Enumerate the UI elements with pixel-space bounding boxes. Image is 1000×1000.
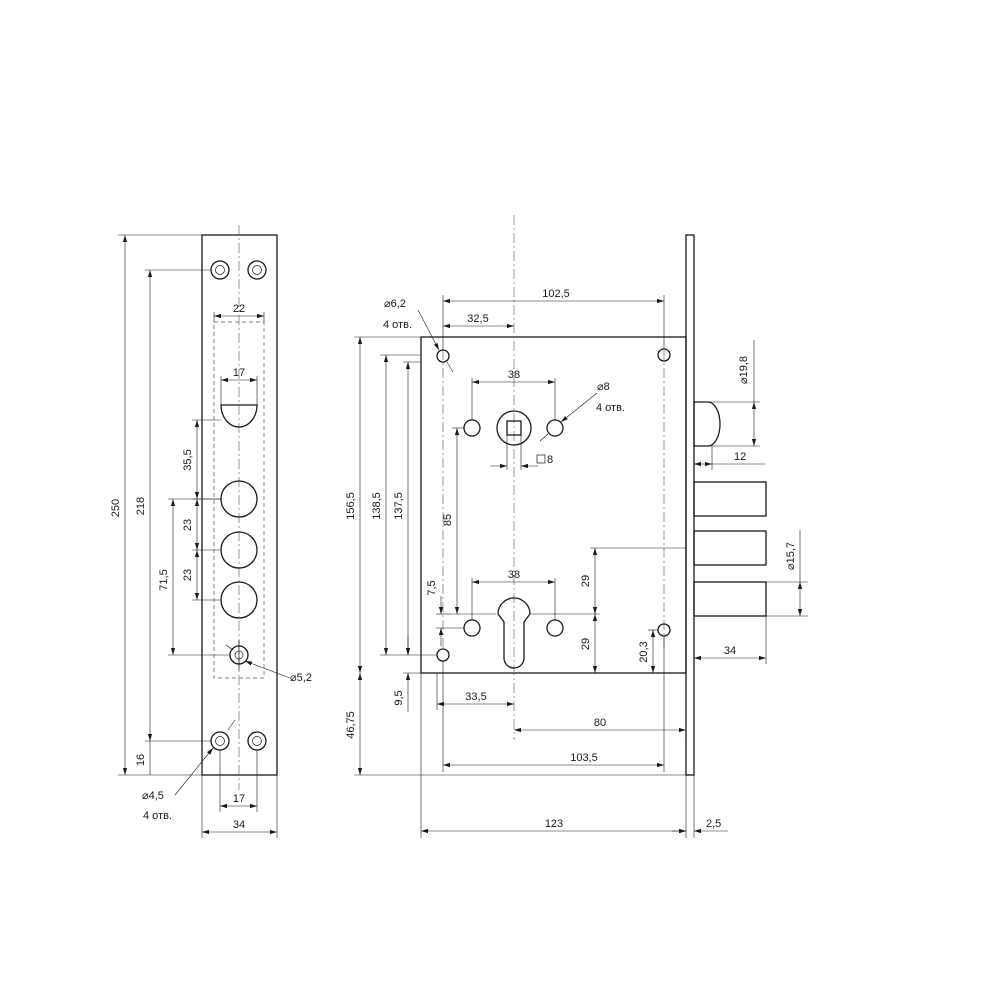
dim-38-top: 38 xyxy=(508,369,520,381)
square-symbol xyxy=(536,454,546,464)
latch-opening xyxy=(220,404,258,428)
dim-29-b: 29 xyxy=(580,638,592,650)
lock-body-view: 102,5 32,5 ⌀6,2 4 отв. 38 ⌀8 4 отв. 8 15… xyxy=(345,215,808,838)
dim-17-top: 17 xyxy=(233,367,245,379)
cylinder-side-hole-left xyxy=(463,619,481,637)
callout-d8-holes: 4 отв. xyxy=(596,402,625,414)
dim-32-5: 32,5 xyxy=(467,313,488,325)
screw-hole-bottom-left xyxy=(210,731,230,751)
cylinder-side-hole-right xyxy=(546,619,564,637)
dim-16: 16 xyxy=(135,754,147,766)
callout-d6-2-holes: 4 отв. xyxy=(383,319,412,331)
dim-23-b: 23 xyxy=(182,569,194,581)
dim-12: 12 xyxy=(734,451,746,463)
dim-2-5: 2,5 xyxy=(706,818,721,830)
spindle-side-hole-left xyxy=(463,419,481,437)
dim-137-5: 137,5 xyxy=(393,492,405,520)
deadbolt-3 xyxy=(693,581,767,617)
dim-38-bottom: 38 xyxy=(508,569,520,581)
front-plate-outline xyxy=(201,234,278,776)
dim-9-5: 9,5 xyxy=(393,690,405,705)
dim-218: 218 xyxy=(135,497,147,515)
front-plate-screw-holes xyxy=(210,260,267,751)
latch-bolt xyxy=(693,401,721,447)
dim-85: 85 xyxy=(442,514,454,526)
dim-33-5: 33,5 xyxy=(465,691,486,703)
deadbolt-2 xyxy=(693,530,767,566)
dim-80: 80 xyxy=(594,717,606,729)
callout-d19-8: ⌀19,8 xyxy=(738,356,750,384)
dim-34-front: 34 xyxy=(233,819,245,831)
deadbolt-1 xyxy=(693,481,767,517)
screw-hole-top-left xyxy=(210,260,230,280)
dim-250: 250 xyxy=(110,499,122,517)
callout-d8: ⌀8 xyxy=(597,381,610,393)
screw-hole-top-right xyxy=(247,260,267,280)
dim-71-5: 71,5 xyxy=(158,569,170,590)
lock-case-outline xyxy=(420,336,687,674)
dim-23-a: 23 xyxy=(182,519,194,531)
callout-d6-2: ⌀6,2 xyxy=(384,298,406,310)
dim-102-5: 102,5 xyxy=(542,288,570,300)
dim-7-5: 7,5 xyxy=(426,580,438,595)
cylinder-cutout xyxy=(497,597,531,669)
callout-d15-7: ⌀15,7 xyxy=(785,542,797,570)
dim-22: 22 xyxy=(233,303,245,315)
dim-29-a: 29 xyxy=(580,575,592,587)
dim-138-5: 138,5 xyxy=(371,492,383,520)
dim-156-5: 156,5 xyxy=(345,492,357,520)
callout-holes-4: 4 отв. xyxy=(143,810,172,822)
dim-123: 123 xyxy=(545,818,563,830)
dim-46-75: 46,75 xyxy=(345,711,357,739)
spindle-square xyxy=(506,420,522,436)
screw-hole-bottom-right xyxy=(247,731,267,751)
dim-20-3: 20,3 xyxy=(638,641,650,662)
dim-17-bottom: 17 xyxy=(233,793,245,805)
spindle-side-hole-right xyxy=(546,419,564,437)
dim-square-8: 8 xyxy=(547,454,553,466)
callout-d5-2: ⌀5,2 xyxy=(290,672,312,684)
handle-spindle xyxy=(496,410,532,446)
callout-d4-5: ⌀4,5 xyxy=(142,790,164,802)
front-plate-view: 250 218 16 22 17 35,5 23 23 xyxy=(110,225,312,838)
faceplate-strip xyxy=(685,234,695,776)
dim-35-5: 35,5 xyxy=(182,449,194,470)
dim-34-bolts: 34 xyxy=(724,645,736,657)
dim-103-5: 103,5 xyxy=(570,752,598,764)
